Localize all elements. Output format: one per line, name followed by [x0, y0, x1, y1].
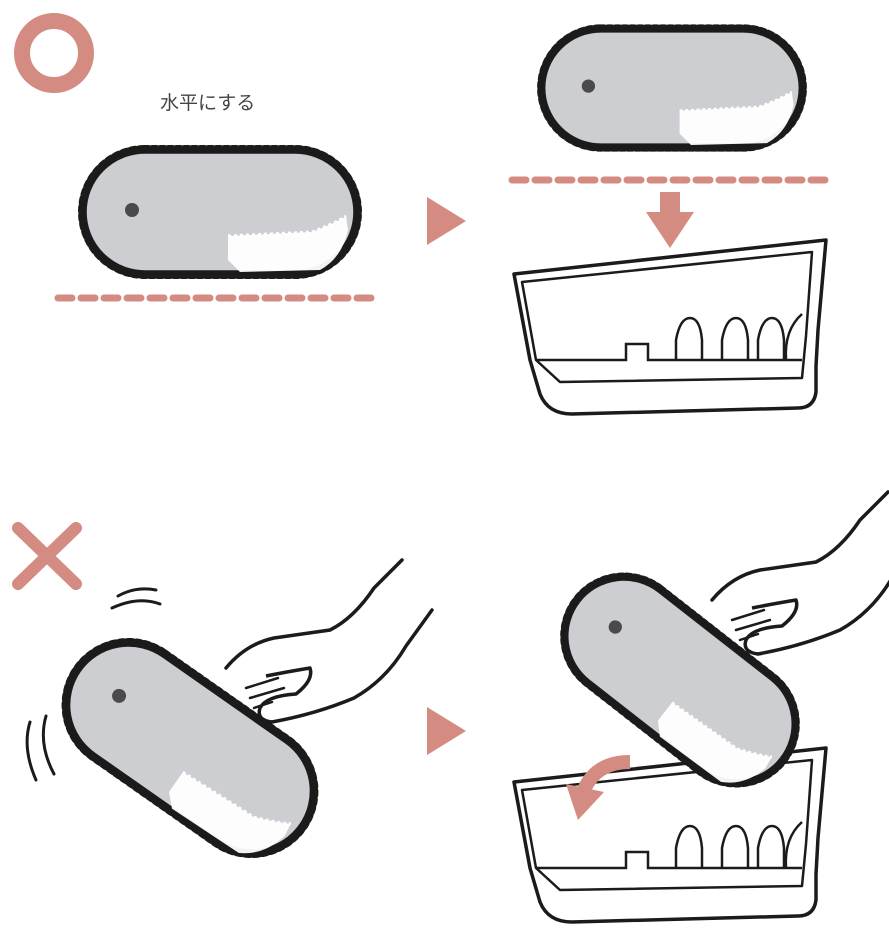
- tray-bottom: [514, 748, 826, 922]
- incorrect-cross-icon: [18, 528, 76, 584]
- step-triangle-right-icon-2: [427, 707, 466, 755]
- hand-icon: [226, 560, 432, 722]
- arrow-down-icon: [646, 192, 694, 248]
- tray-top: [514, 240, 826, 414]
- correct-circle-icon: [22, 21, 86, 85]
- sponge-tilted: [45, 621, 335, 874]
- sponge-level: [85, 152, 355, 272]
- level-caption: 水平にする: [160, 88, 255, 115]
- sponge-level-raised: [544, 31, 801, 145]
- step-triangle-right-icon: [427, 197, 466, 245]
- hand-icon-2: [712, 492, 889, 654]
